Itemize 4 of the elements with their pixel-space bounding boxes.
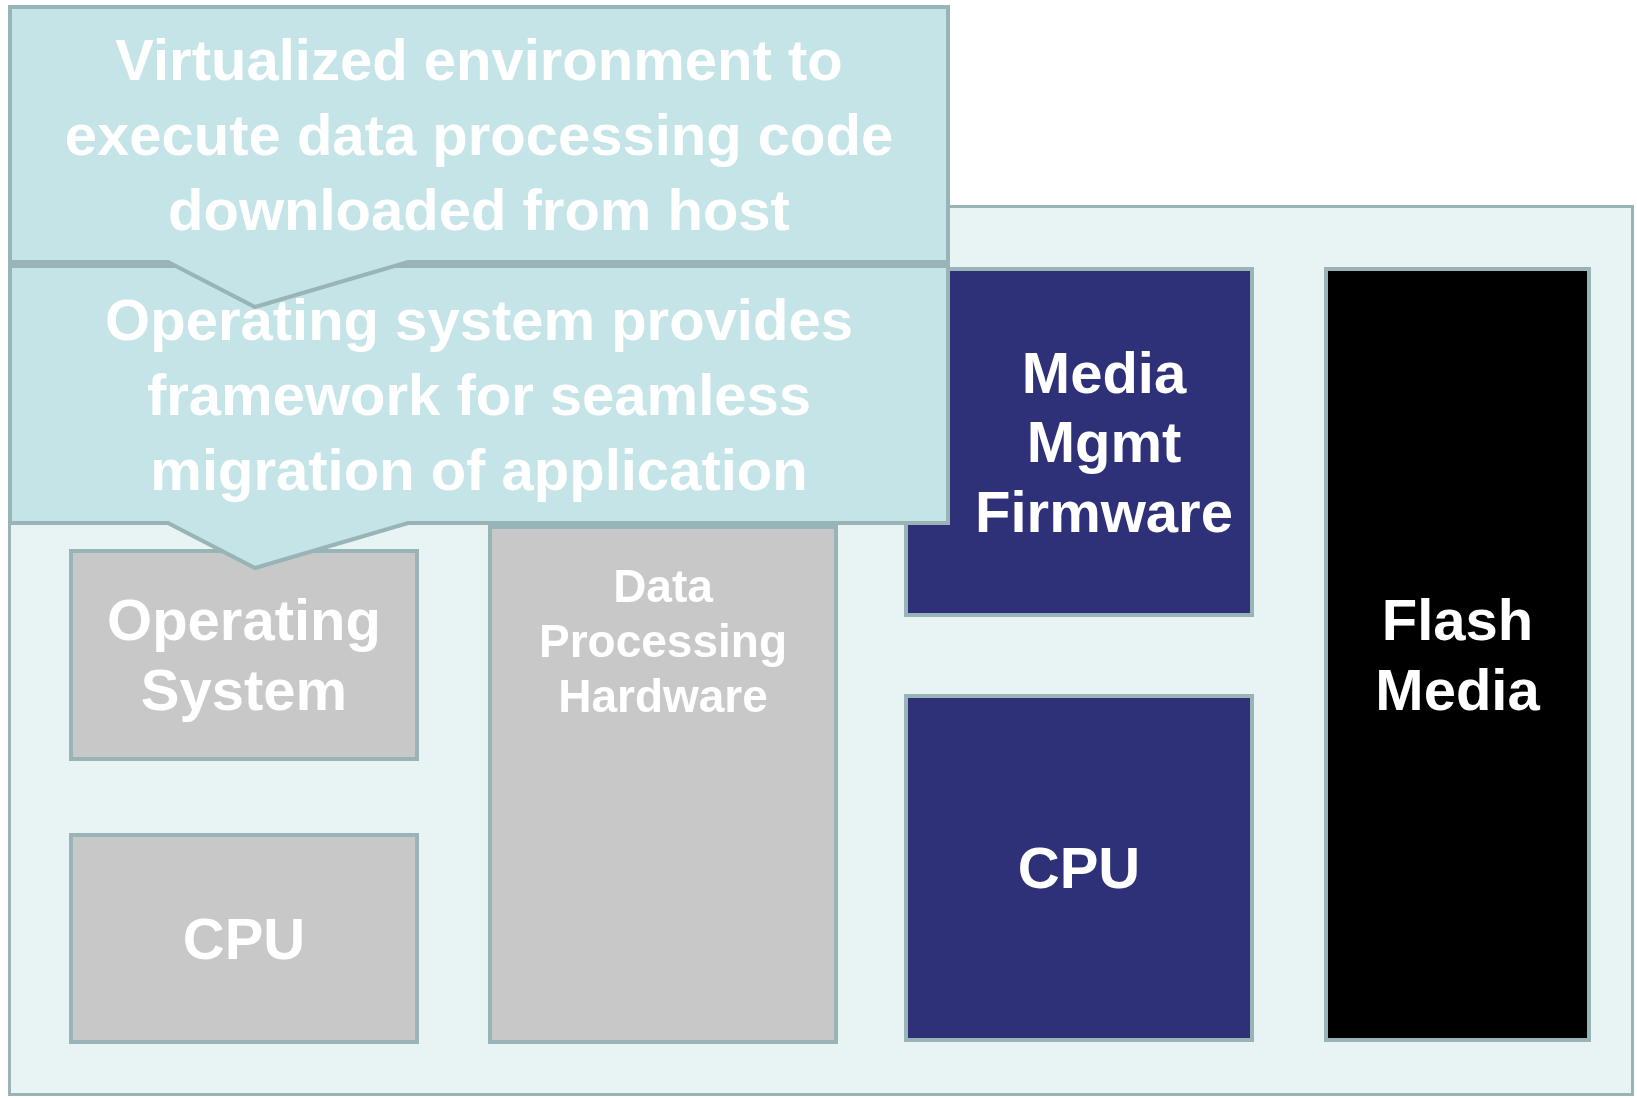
block-box: CPU	[904, 694, 1254, 1042]
callout-text: Virtualized environment to execute data processing code downloaded from host	[63, 26, 895, 244]
block-box: Flash Media	[1324, 267, 1591, 1042]
callout-text: Operating system provides framework for seamless migration of application	[104, 286, 854, 504]
